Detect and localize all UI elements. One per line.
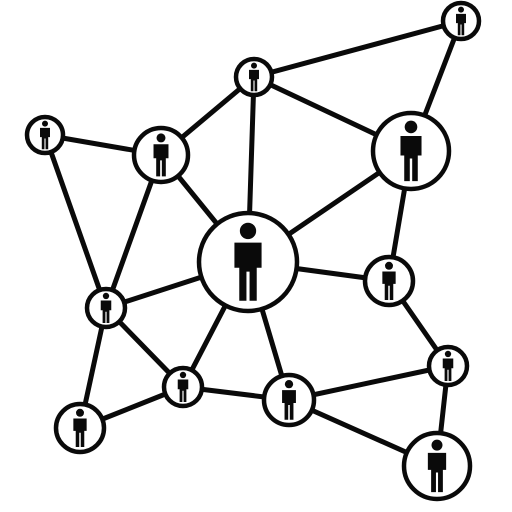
person-node bbox=[440, 0, 482, 42]
person-node bbox=[401, 430, 473, 502]
person-node bbox=[53, 401, 107, 455]
person-node bbox=[362, 254, 416, 308]
person-node bbox=[24, 114, 66, 156]
connection-line bbox=[42, 132, 109, 311]
person-node bbox=[196, 210, 300, 314]
nodes-layer bbox=[24, 0, 482, 502]
person-node bbox=[261, 372, 317, 428]
person-node bbox=[84, 286, 128, 330]
person-node bbox=[233, 56, 275, 98]
person-node bbox=[131, 125, 191, 185]
person-node bbox=[426, 344, 470, 388]
connection-line bbox=[251, 18, 464, 80]
person-node bbox=[370, 110, 452, 192]
person-node bbox=[161, 365, 205, 409]
